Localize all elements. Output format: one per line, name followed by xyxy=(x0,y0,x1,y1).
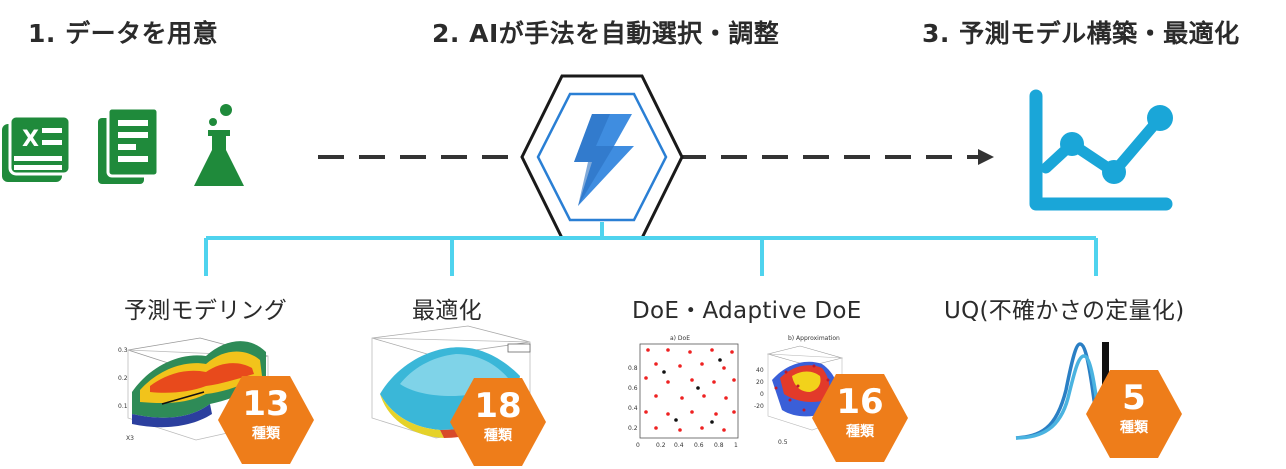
svg-text:-20: -20 xyxy=(754,403,764,410)
flask-icon xyxy=(194,104,244,186)
svg-text:0.4: 0.4 xyxy=(674,442,684,449)
svg-text:0.4: 0.4 xyxy=(628,405,638,412)
svg-text:0.1: 0.1 xyxy=(118,403,128,410)
svg-text:0.8: 0.8 xyxy=(628,365,638,372)
svg-text:0.8: 0.8 xyxy=(714,442,724,449)
count-badge-predictive-modeling: 13 種類 xyxy=(218,376,314,464)
lightning-icon xyxy=(520,74,684,240)
count-badge-doe: 16 種類 xyxy=(812,374,908,462)
svg-text:0.6: 0.6 xyxy=(628,385,638,392)
svg-text:0: 0 xyxy=(636,442,640,449)
count-number: 16 xyxy=(836,382,884,422)
category-label-uq: UQ(不確かさの定量化) xyxy=(944,298,1185,324)
spreadsheet-icon: X xyxy=(2,114,72,182)
approx-thumbnail-title: b) Approximation xyxy=(788,335,840,342)
doe-scatter-thumbnail: a) DoE 0.8 0.6 0.4 0.2 0 0.2 0.4 0.6 0.8… xyxy=(628,335,739,449)
svg-text:0.2: 0.2 xyxy=(628,425,638,432)
svg-text:40: 40 xyxy=(756,367,764,374)
svg-text:0.3: 0.3 xyxy=(118,347,128,354)
svg-text:X3: X3 xyxy=(126,435,134,442)
document-icon xyxy=(98,106,160,184)
category-label-optimization: 最適化 xyxy=(412,298,482,324)
step-3-title: 3. 予測モデル構築・最適化 xyxy=(922,19,1240,48)
svg-text:0.2: 0.2 xyxy=(118,375,128,382)
count-unit: 種類 xyxy=(484,428,512,444)
doe-thumbnail-title: a) DoE xyxy=(670,335,690,342)
count-unit: 種類 xyxy=(1120,420,1148,436)
count-badge-uq: 5 種類 xyxy=(1086,370,1182,458)
arrow-head-icon xyxy=(978,149,994,165)
svg-text:1: 1 xyxy=(734,442,738,449)
count-number: 5 xyxy=(1122,378,1146,418)
svg-text:X: X xyxy=(22,127,39,152)
connector-tree xyxy=(204,222,1098,276)
step-1-title: 1. データを用意 xyxy=(28,19,219,48)
svg-text:0.5: 0.5 xyxy=(778,439,788,446)
svg-text:0.6: 0.6 xyxy=(694,442,704,449)
svg-text:0.2: 0.2 xyxy=(656,442,666,449)
count-unit: 種類 xyxy=(252,426,280,442)
surface-plot-thumbnail: 0.3 0.2 0.1 X3 xyxy=(118,337,269,442)
count-unit: 種類 xyxy=(846,424,874,440)
svg-text:0: 0 xyxy=(760,391,764,398)
category-label-doe: DoE・Adaptive DoE xyxy=(632,298,862,324)
count-number: 13 xyxy=(242,384,290,424)
line-chart-icon xyxy=(1029,89,1173,211)
count-badge-optimization: 18 種類 xyxy=(450,378,546,466)
svg-text:20: 20 xyxy=(756,379,764,386)
count-number: 18 xyxy=(474,386,522,426)
category-label-predictive-modeling: 予測モデリング xyxy=(124,298,288,324)
step-2-title: 2. AIが手法を自動選択・調整 xyxy=(432,19,780,48)
